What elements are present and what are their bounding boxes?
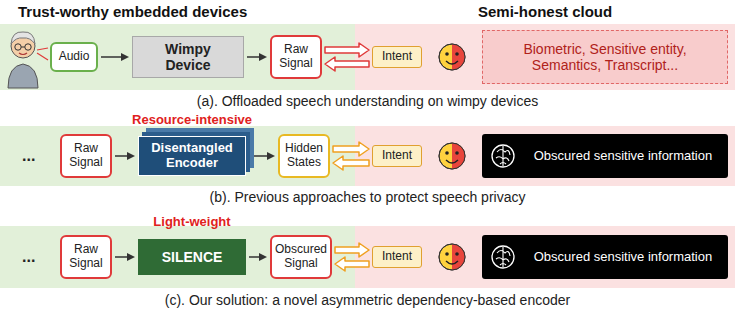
block-arrow xyxy=(335,243,369,257)
node-text: Raw Signal xyxy=(276,43,316,71)
obscured-info-box: Obscured sensitive information xyxy=(482,134,728,178)
block-arrow xyxy=(333,156,369,170)
node-text: Obscured sensitive information xyxy=(534,250,712,265)
subfigure-caption: (c). Our solution: a novel asymmetric de… xyxy=(0,292,735,309)
block-arrow xyxy=(325,43,369,57)
device-band xyxy=(0,226,355,288)
node-text: Audio xyxy=(59,50,90,64)
arrow xyxy=(115,152,135,160)
node-text: Intent xyxy=(382,149,412,163)
obscured-info-box: Obscured sensitive information xyxy=(482,235,728,279)
arrow xyxy=(101,53,129,61)
intent-box: Intent xyxy=(372,145,422,167)
node-text: Hidden States xyxy=(284,142,324,170)
arrow xyxy=(249,253,267,261)
arrow xyxy=(115,253,135,261)
cloud-band xyxy=(355,126,735,186)
intent-box: Intent xyxy=(372,246,422,268)
ellipsis: ... xyxy=(22,146,35,165)
cloud-face-icon xyxy=(439,244,465,270)
sensitive-info-box: Biometric, Sensitive entity, Semantics, … xyxy=(482,30,728,84)
subfigure-caption: (a). Offloaded speech understanding on w… xyxy=(0,93,735,110)
node-text: Intent xyxy=(382,250,412,264)
node-text: Wimpy Device xyxy=(156,41,220,73)
subfigure-caption: (b). Previous approaches to protect spee… xyxy=(0,189,735,206)
node-text: Raw Signal xyxy=(66,142,106,170)
node-text: Biometric, Sensitive entity, Semantics, … xyxy=(487,41,723,73)
input-box: Audio xyxy=(50,42,98,72)
brain-icon xyxy=(492,246,514,268)
node-text: Obscured sensitive information xyxy=(534,149,712,164)
cloud-band xyxy=(355,24,735,90)
signal-box: Raw Signal xyxy=(60,134,112,178)
cloud-face-icon xyxy=(439,44,465,70)
signal-box: Obscured Signal xyxy=(270,235,332,279)
region-title: Trust-worthy embedded devices xyxy=(18,3,247,21)
node-text: SILENCE xyxy=(162,249,223,265)
node-text: Intent xyxy=(382,50,412,64)
block-arrow xyxy=(325,57,369,71)
signal-box: Raw Signal xyxy=(270,35,322,79)
hidden-states-box: Hidden States xyxy=(278,134,330,178)
annotation-heading: Resource-intensive xyxy=(132,113,252,128)
encoder-box: Resource-intensiveDisentangled Encoder xyxy=(138,136,246,176)
device-band xyxy=(0,126,355,186)
person-icon xyxy=(8,32,48,88)
node-text: Disentangled Encoder xyxy=(144,141,240,171)
block-arrow xyxy=(335,257,369,271)
block-arrow xyxy=(333,142,369,156)
annotation-heading: Light-weight xyxy=(153,215,230,230)
region-title: Semi-honest cloud xyxy=(478,3,612,21)
node-text: Obscured Signal xyxy=(275,243,327,271)
ellipsis: ... xyxy=(22,247,35,266)
brain-icon xyxy=(492,145,514,167)
device-band xyxy=(0,24,355,90)
cloud-face-icon xyxy=(439,143,465,169)
signal-box: Raw Signal xyxy=(60,235,112,279)
device-box: Wimpy Device xyxy=(132,36,244,78)
arrow xyxy=(247,53,267,61)
arrow xyxy=(249,152,275,160)
node-text: Raw Signal xyxy=(66,243,106,271)
cloud-band xyxy=(355,226,735,288)
encoder-box: Light-weightSILENCE xyxy=(138,239,246,275)
intent-box: Intent xyxy=(372,46,422,68)
